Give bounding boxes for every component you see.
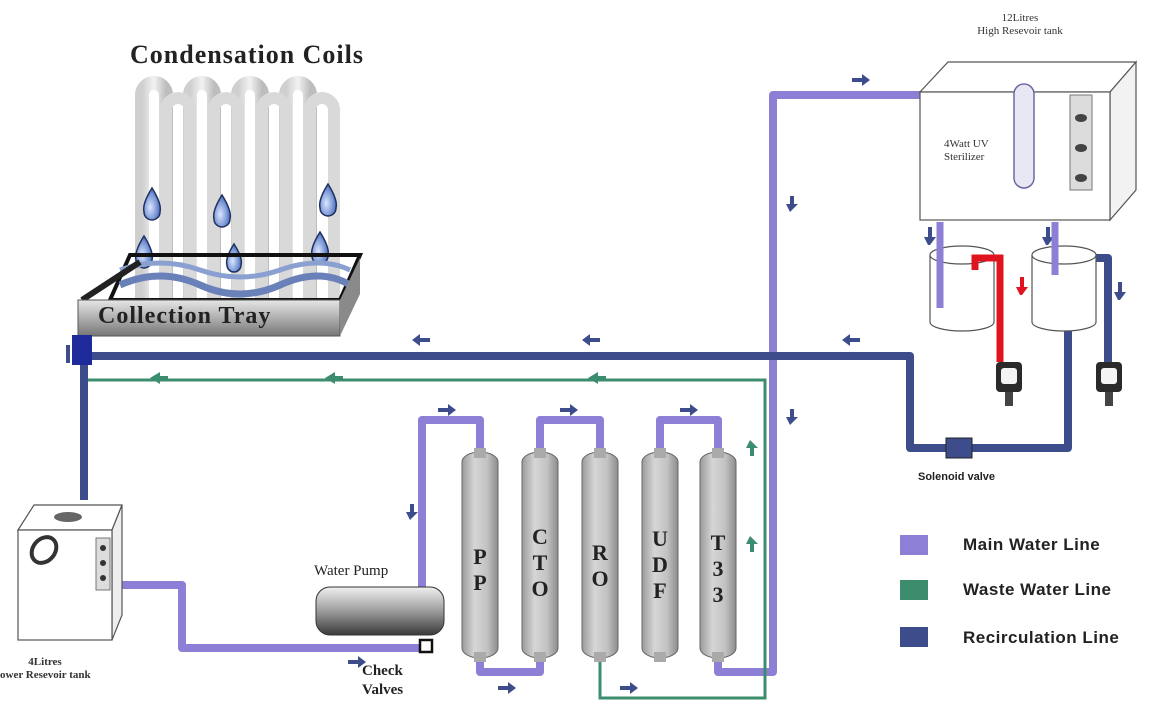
solenoid-valve-label: Solenoid valve	[918, 471, 996, 483]
legend-swatch-recirc	[900, 627, 928, 647]
water-pump-label: Water Pump	[314, 563, 389, 579]
legend-waste-label: Waste Water Line	[963, 580, 1112, 599]
lower-reservoir-tank	[16, 504, 123, 641]
waste-water-line	[84, 378, 767, 700]
solenoid-valve	[945, 437, 973, 459]
collection-tray-label: Collection Tray	[98, 303, 272, 329]
legend-recirc-label: Recirculation Line	[963, 628, 1120, 647]
condensation-coils	[135, 76, 340, 300]
water-pump	[315, 586, 445, 654]
legend-swatch-main	[900, 535, 928, 555]
filter-cartridges	[461, 448, 737, 662]
check-valve-icon	[418, 638, 434, 654]
dispenser-tap-hot	[996, 362, 1022, 406]
diagram-title: Condensation Coils	[130, 40, 364, 69]
high-reservoir-tank	[918, 60, 1138, 222]
collection-tray	[77, 253, 364, 337]
dispenser-tap-cold	[1096, 362, 1122, 406]
legend-main-label: Main Water Line	[963, 535, 1101, 554]
legend-swatch-waste	[900, 580, 928, 600]
legend-swatches	[900, 535, 928, 647]
small-tanks	[929, 245, 1097, 332]
drain-outlet	[72, 335, 92, 365]
uv-lamp	[1013, 83, 1035, 189]
hot-water-pipe	[971, 254, 1004, 362]
flow-arrows	[66, 74, 1126, 694]
